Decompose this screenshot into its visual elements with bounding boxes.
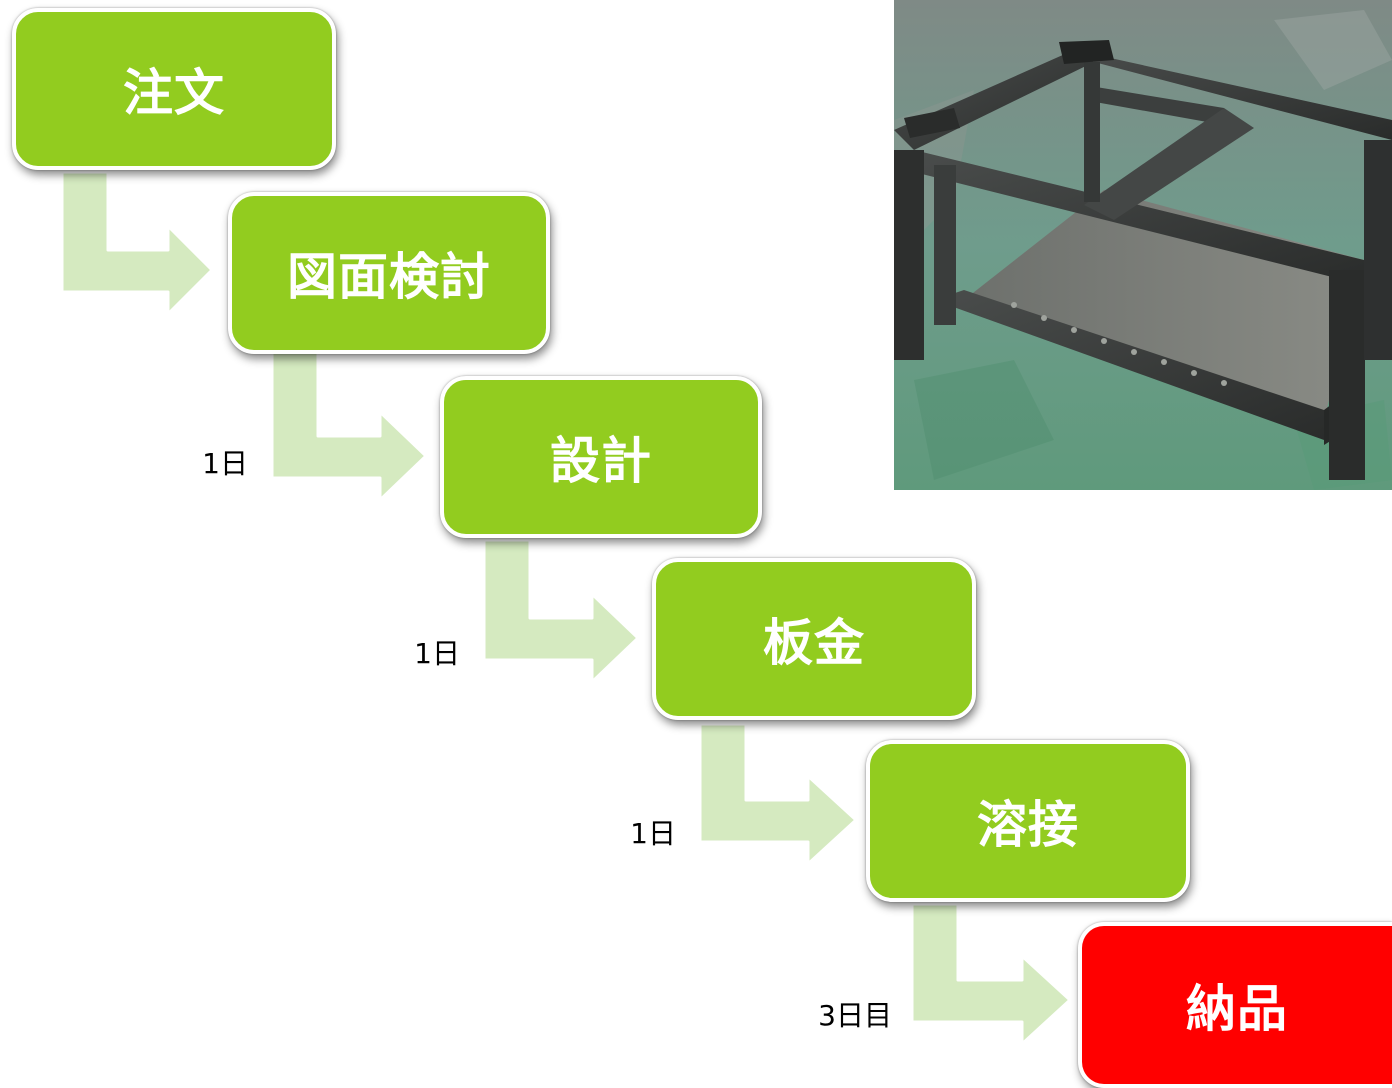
connector-arrow-4	[698, 722, 858, 866]
connector-arrow-3	[482, 538, 640, 684]
duration-label: 1日	[202, 447, 248, 480]
connector-arrow-1	[60, 170, 214, 316]
step-design: 設計	[440, 376, 762, 538]
step-design-label: 設計	[550, 431, 652, 490]
welded-frame-photo	[894, 0, 1392, 490]
duration-label: 1日	[630, 817, 676, 850]
step-order: 注文	[12, 8, 336, 170]
step-welding-label: 溶接	[977, 795, 1079, 854]
step-drawing-review-label: 図面検討	[287, 247, 491, 306]
duration-label: 3日目	[818, 999, 892, 1032]
step-drawing-review: 図面検討	[228, 192, 550, 354]
connector-arrow-2	[270, 350, 428, 502]
step-sheet-metal: 板金	[652, 558, 976, 720]
connector-arrow-5	[910, 902, 1072, 1046]
step-delivery: 納品	[1078, 922, 1392, 1088]
step-welding: 溶接	[866, 740, 1190, 902]
step-sheet-metal-label: 板金	[763, 613, 865, 672]
step-delivery-label: 納品	[1186, 979, 1288, 1038]
step-order-label: 注文	[123, 63, 225, 122]
frame-image	[894, 0, 1392, 490]
duration-label: 1日	[414, 637, 460, 670]
